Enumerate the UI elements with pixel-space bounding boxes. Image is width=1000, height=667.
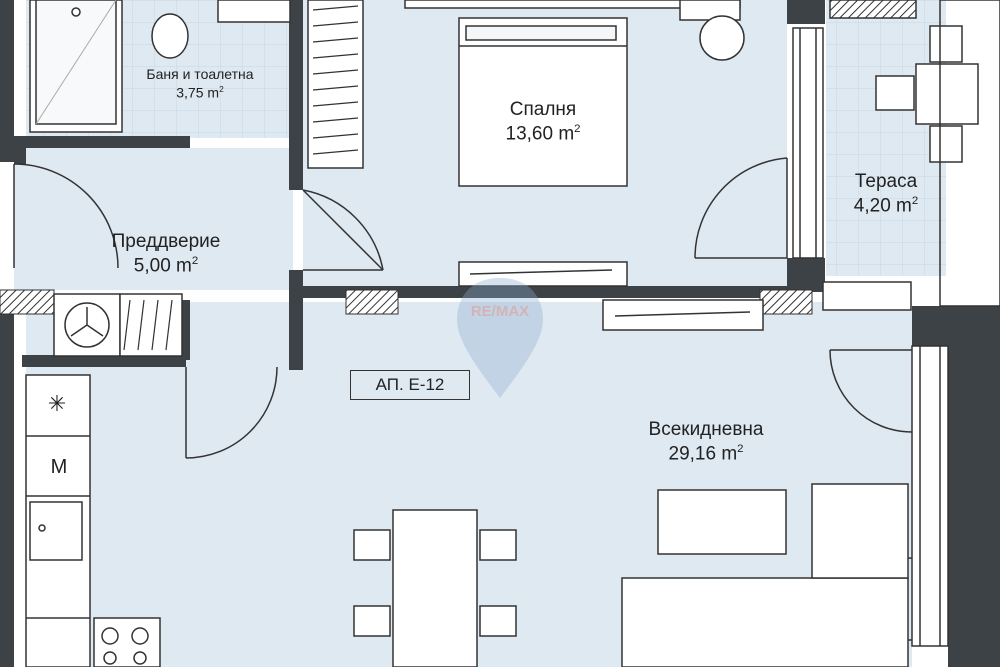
bedroom-terrace-door bbox=[694, 157, 788, 259]
bedroom-label: Спалня 13,60 m2 bbox=[478, 98, 608, 146]
bed bbox=[404, 0, 741, 187]
bathroom-area: 3,75 m bbox=[176, 84, 220, 101]
watermark-text: RE/MAX bbox=[471, 303, 529, 320]
remax-watermark: RE/MAX bbox=[457, 278, 543, 398]
terrace-name: Тераса bbox=[854, 171, 918, 192]
dining-table bbox=[353, 509, 517, 667]
apartment-tag: АП. Е-12 bbox=[350, 370, 470, 400]
terrace-table bbox=[829, 0, 979, 163]
bathroom-area-unit-sup: 2 bbox=[219, 83, 224, 94]
microwave-icon: M bbox=[50, 456, 68, 478]
sofa bbox=[621, 483, 909, 667]
hatched-wall-left bbox=[0, 289, 55, 315]
terrace-edge bbox=[939, 0, 1000, 307]
hatched-wall-right bbox=[759, 289, 813, 315]
living-label: Всекидневна 29,16 m2 bbox=[616, 418, 796, 466]
bedroom-area: 13,60 m bbox=[505, 123, 575, 145]
terrace-area-unit-sup: 2 bbox=[911, 194, 919, 207]
terrace-label: Тераса 4,20 m2 bbox=[826, 170, 946, 218]
hall-name: Преддверие bbox=[111, 231, 221, 252]
terrace-window bbox=[792, 27, 824, 259]
hall-living-door bbox=[185, 366, 278, 459]
bedroom-name: Спалня bbox=[509, 99, 577, 120]
toilet bbox=[151, 0, 291, 59]
sink-bedroom bbox=[699, 15, 745, 61]
freezer-icon: ✳ bbox=[47, 391, 67, 416]
living-area-unit-sup: 2 bbox=[737, 442, 744, 455]
hall-label: Преддверие 5,00 m2 bbox=[96, 230, 236, 278]
tv-stand bbox=[458, 261, 764, 331]
living-area: 29,16 m bbox=[668, 443, 738, 465]
bathroom-name: Баня и тоалетна bbox=[146, 66, 254, 82]
living-name: Всекидневна bbox=[648, 419, 764, 440]
bedroom-area-unit-sup: 2 bbox=[574, 122, 581, 135]
terrace-area: 4,20 m bbox=[853, 195, 912, 217]
living-window bbox=[822, 281, 949, 647]
hall-bedroom-door bbox=[302, 189, 384, 271]
shower bbox=[29, 0, 123, 133]
bathroom-label: Баня и тоалетна 3,75 m2 bbox=[120, 66, 280, 102]
hall-area-unit-sup: 2 bbox=[191, 254, 199, 267]
washing-machine bbox=[53, 293, 183, 357]
hatched-wall-center bbox=[345, 289, 399, 315]
kitchen-cabinets bbox=[25, 374, 161, 667]
wardrobe bbox=[307, 0, 364, 169]
hall-floor bbox=[14, 148, 293, 290]
terrace-floor bbox=[826, 0, 946, 276]
hall-area: 5,00 m bbox=[133, 255, 192, 277]
entrance-door bbox=[13, 163, 119, 269]
